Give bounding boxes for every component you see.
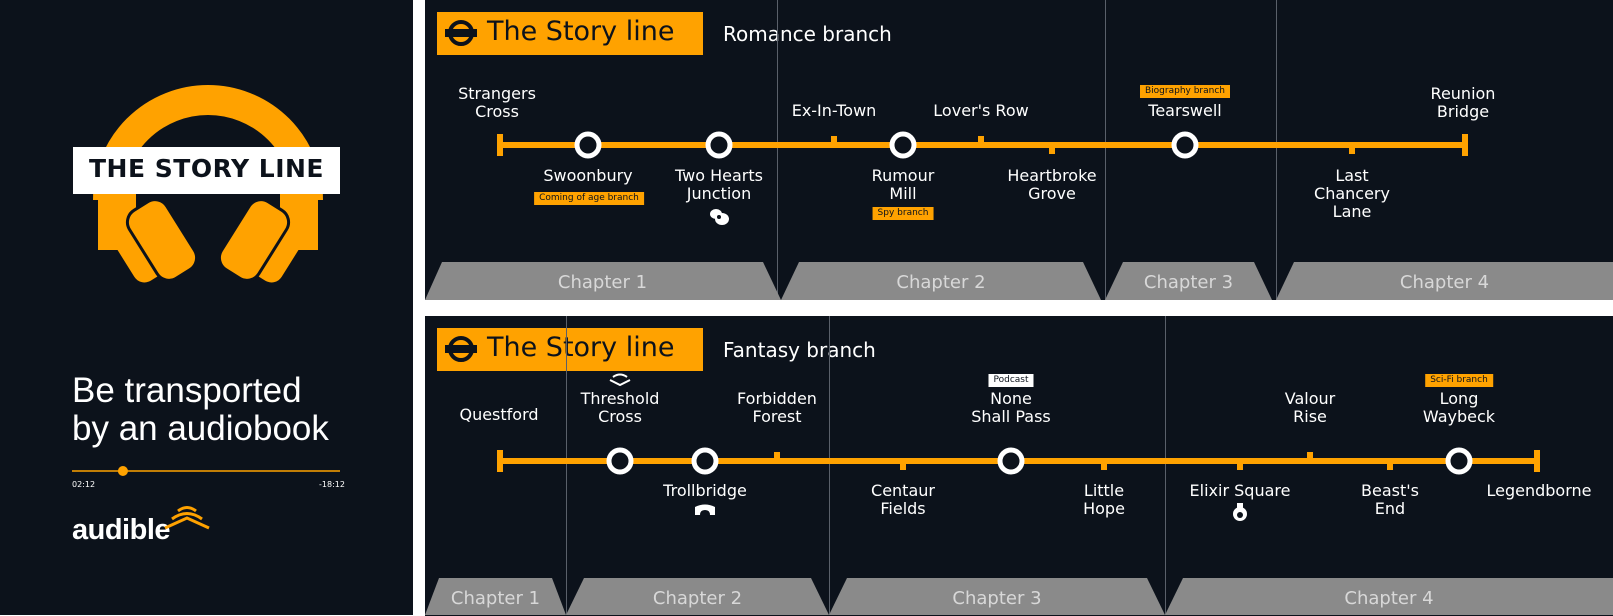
station-label: Heartbroke Grove xyxy=(1007,166,1097,203)
route-line xyxy=(497,447,1540,475)
station-label: Beast's End xyxy=(1361,481,1419,518)
station-label: Little Hope xyxy=(1083,481,1125,518)
station-label: Trollbridge xyxy=(663,481,747,500)
station-circle xyxy=(889,131,917,159)
storyline-badge: The Story line xyxy=(437,328,703,371)
branch-tag: Spy branch xyxy=(872,207,934,220)
fantasy-map-panel: The Story line Fantasy branch Chapter 1 … xyxy=(425,316,1613,616)
logo-text: THE STORY LINE xyxy=(89,154,324,183)
audible-logo-icon xyxy=(164,506,210,530)
storyline-badge: The Story line xyxy=(437,12,703,55)
chapter-band xyxy=(425,262,1613,300)
route-line xyxy=(497,131,1468,159)
remaining-time: -18:12 xyxy=(319,480,345,489)
station-label: Tearswell xyxy=(1148,101,1222,120)
chapter-label: Chapter 3 xyxy=(952,588,1042,609)
branch-tag: Coming of age branch xyxy=(534,192,644,205)
elapsed-time: 02:12 xyxy=(72,480,96,489)
branch-tag: Biography branch xyxy=(1140,85,1230,98)
chapter-label: Chapter 1 xyxy=(557,272,648,293)
cafe-icon xyxy=(710,209,729,225)
progress-knob xyxy=(117,466,128,476)
station-label: Ex-In-Town xyxy=(791,101,877,120)
chapter-label: Chapter 3 xyxy=(1143,272,1234,293)
roundel-icon xyxy=(445,336,477,362)
station-label: Lover's Row xyxy=(933,101,1029,120)
badge-title: The Story line xyxy=(487,16,675,47)
logo-box: THE STORY LINE xyxy=(73,147,340,194)
chapter-divider xyxy=(566,316,567,615)
chapter-divider xyxy=(1105,0,1106,300)
station-circle xyxy=(997,447,1025,475)
chapter-label: Chapter 1 xyxy=(450,588,541,609)
progress-bar[interactable] xyxy=(0,0,413,615)
station-circle xyxy=(705,131,733,159)
station-label: Rumour Mill xyxy=(871,166,935,203)
station-label: Last Chancery Lane xyxy=(1314,166,1390,221)
station-circle xyxy=(606,447,634,475)
audible-icon xyxy=(609,373,631,386)
station-label: Strangers Cross xyxy=(458,84,536,121)
chapter-label: Chapter 4 xyxy=(1399,272,1490,293)
station-label: Valour Rise xyxy=(1284,389,1336,426)
chapter-divider xyxy=(1165,316,1166,615)
station-circle xyxy=(1171,131,1199,159)
tagline-line-1: Be transported xyxy=(72,371,302,410)
branch-tag: Podcast xyxy=(988,374,1034,387)
chapter-divider xyxy=(1276,0,1277,300)
station-circle xyxy=(1445,447,1473,475)
romance-map-panel: The Story line Romance branch Chapter 1 … xyxy=(425,0,1613,300)
chapter-label: Chapter 4 xyxy=(1344,588,1434,609)
chapter-divider xyxy=(777,0,778,300)
branch-title: Romance branch xyxy=(723,22,892,46)
branch-tag: Sci-Fi branch xyxy=(1425,374,1493,387)
station-label: Threshold Cross xyxy=(580,389,660,426)
tagline-line-2: by an audiobook xyxy=(72,409,329,448)
station-label: Centaur Fields xyxy=(871,481,935,518)
roundel-icon xyxy=(445,20,477,46)
chapter-divider xyxy=(829,316,830,615)
station-label: Reunion Bridge xyxy=(1430,84,1496,121)
potion-icon xyxy=(1233,503,1247,521)
brand-wordmark: audible xyxy=(72,514,171,546)
poster-panel: THE STORY LINE Be transported by an audi… xyxy=(0,0,413,615)
station-label: Legendborne xyxy=(1486,481,1592,500)
station-label: Elixir Square xyxy=(1189,481,1291,500)
bridge-icon xyxy=(695,504,715,515)
chapter-label: Chapter 2 xyxy=(896,272,986,293)
branch-title: Fantasy branch xyxy=(723,338,876,362)
station-label: Questford xyxy=(459,405,539,424)
station-circle xyxy=(574,131,602,159)
station-circle xyxy=(691,447,719,475)
chapter-label: Chapter 2 xyxy=(652,588,743,609)
station-label: Two Hearts Junction xyxy=(675,166,763,203)
chapter-band xyxy=(425,578,1613,615)
station-label: Swoonbury xyxy=(543,166,633,185)
station-label: Forbidden Forest xyxy=(737,389,817,426)
badge-title: The Story line xyxy=(487,332,675,363)
station-label: None Shall Pass xyxy=(971,389,1051,426)
station-label: Long Waybeck xyxy=(1422,389,1496,426)
